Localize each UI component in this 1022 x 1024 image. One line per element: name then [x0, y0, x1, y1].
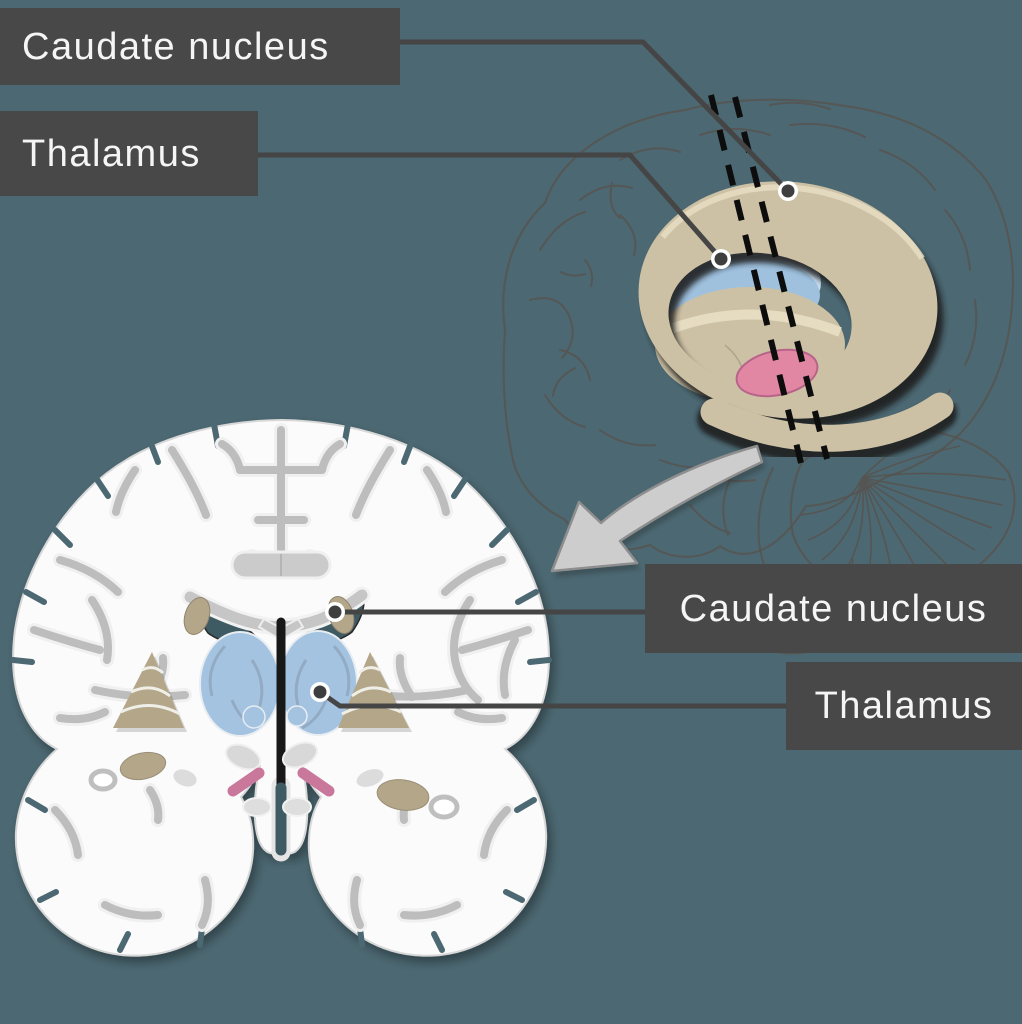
subthalamic-ovals: [224, 741, 319, 771]
leader-top-caudate: [378, 39, 790, 193]
label-caudate-top: Caudate nucleus: [0, 8, 400, 85]
leader-top-thalamus: [236, 152, 723, 261]
mammillary-bodies: [242, 797, 312, 817]
label-thalamus-top: Thalamus: [0, 111, 258, 196]
coronal-section-illustration: [10, 418, 552, 957]
caudate-ring: [638, 181, 938, 419]
section-plane-dashes: [708, 94, 830, 464]
leader-dots: [310, 181, 798, 702]
temporal-horn-ovals: [173, 769, 384, 787]
ventricle-hole-right: [428, 794, 460, 820]
caudate-tail: [697, 392, 957, 464]
thalamus-coronal: [199, 630, 358, 737]
sagittal-brain-illustration: [502, 94, 1016, 655]
leader-lines: [236, 39, 798, 709]
label-caudate-coronal: Caudate nucleus: [645, 564, 1022, 653]
hippocampi: [88, 751, 460, 820]
ventricle-hole-left: [88, 768, 118, 792]
lentiform-nucleus: [113, 652, 412, 732]
section-arrow: [550, 444, 765, 577]
label-thalamus-coronal: Thalamus: [786, 662, 1022, 750]
optic-tracts: [227, 767, 335, 797]
